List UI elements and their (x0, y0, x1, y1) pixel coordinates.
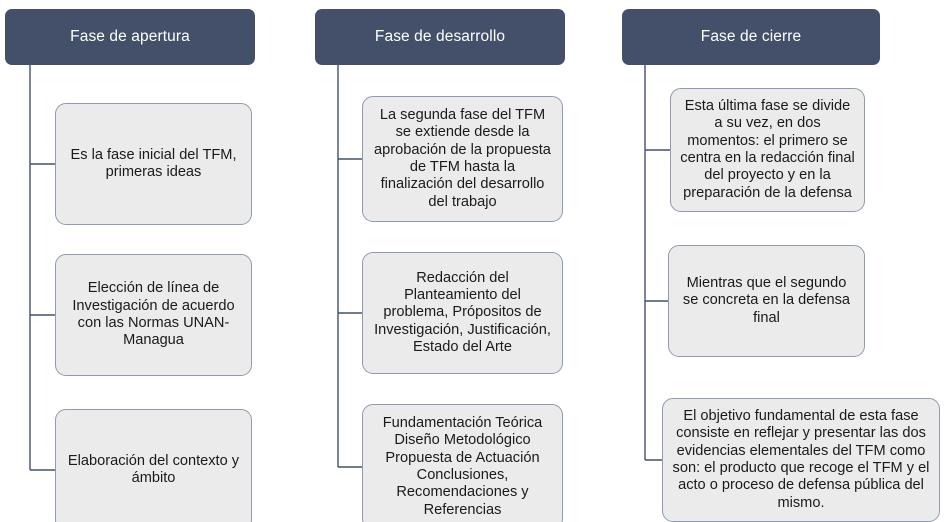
node-box-apertura-3[interactable]: Elaboración del contexto y ámbito (55, 409, 252, 522)
node-box-apertura-2[interactable]: Elección de línea de Investigación de ac… (55, 254, 252, 376)
node-box-apertura-1[interactable]: Es la fase inicial del TFM, primeras ide… (55, 103, 252, 225)
node-box-desarrollo-1[interactable]: La segunda fase del TFM se extiende desd… (362, 96, 563, 222)
node-box-cierre-1[interactable]: Esta última fase se divide a su vez, en … (670, 88, 865, 212)
node-box-desarrollo-3[interactable]: Fundamentación Teórica Diseño Metodológi… (362, 404, 563, 522)
phase-header-fase-desarrollo[interactable]: Fase de desarrollo (315, 9, 565, 65)
node-box-cierre-2[interactable]: Mientras que el segundo se concreta en l… (668, 245, 865, 357)
node-box-desarrollo-2[interactable]: Redacción del Planteamiento del problema… (362, 252, 563, 374)
node-box-cierre-3[interactable]: El objetivo fundamental de esta fase con… (662, 398, 940, 522)
phase-header-fase-apertura[interactable]: Fase de apertura (5, 9, 255, 65)
phase-header-fase-cierre[interactable]: Fase de cierre (622, 9, 880, 65)
